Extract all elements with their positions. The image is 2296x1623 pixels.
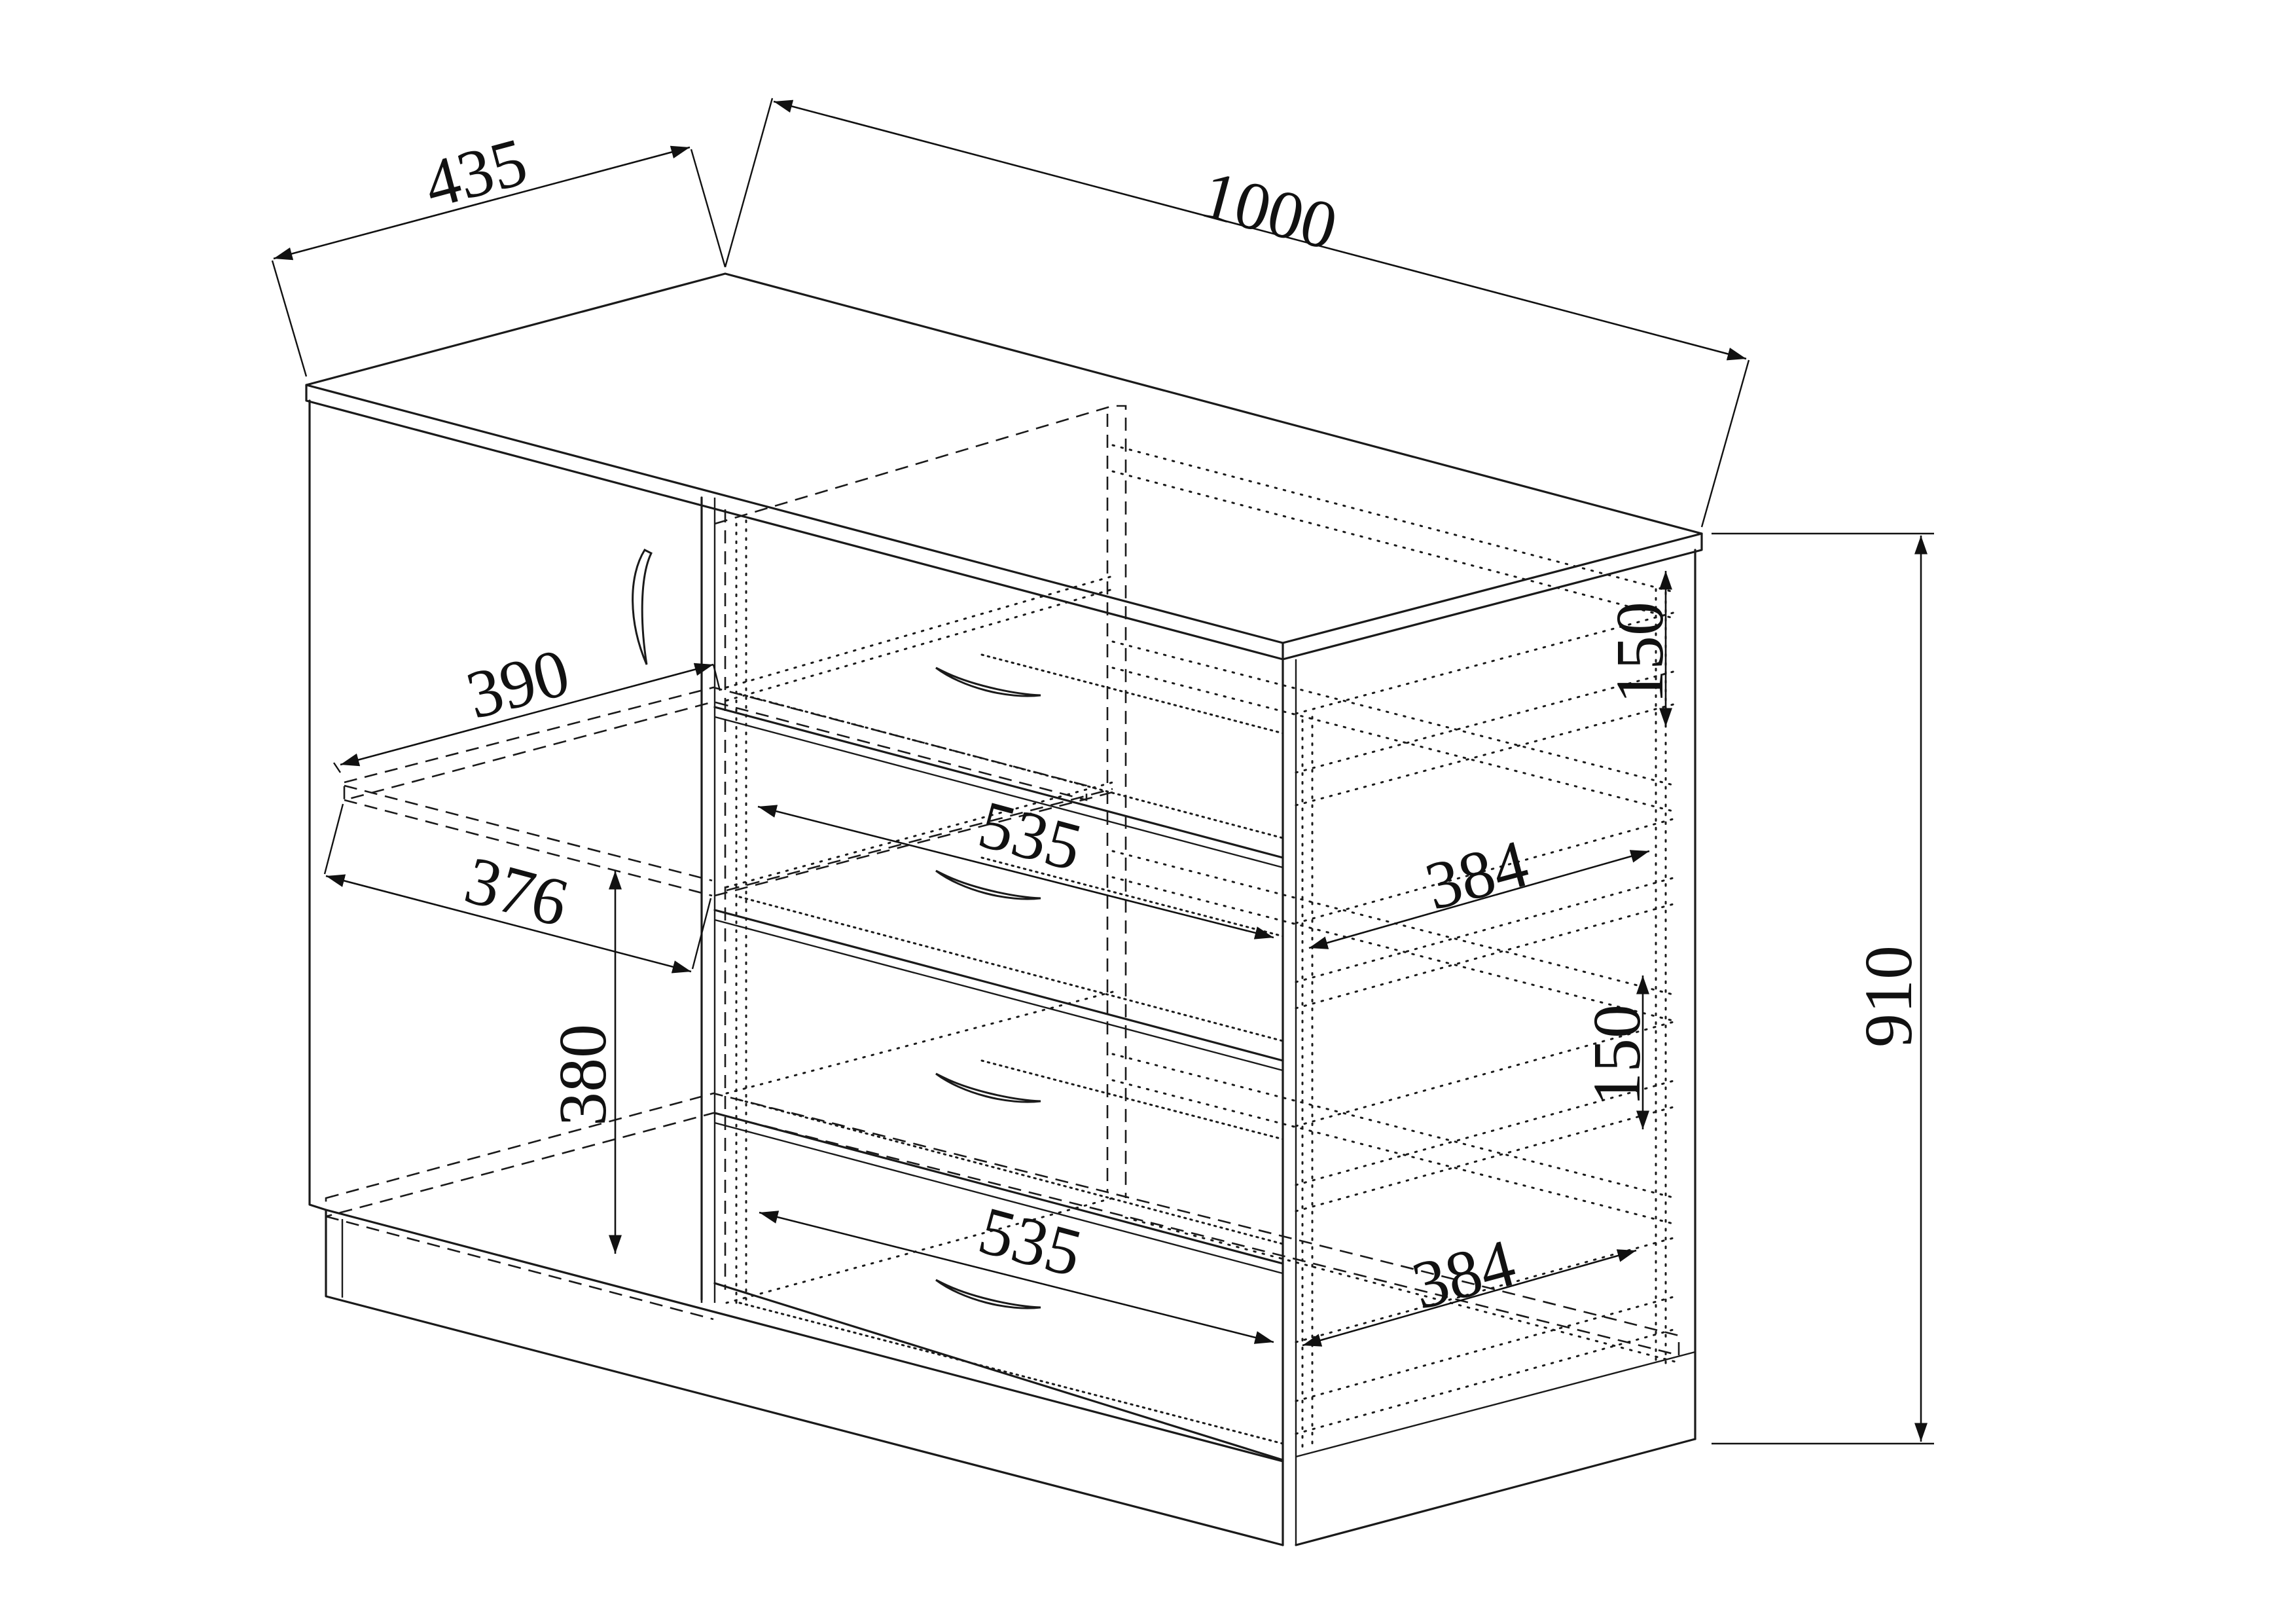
hidden-drawer-boxes — [725, 444, 1677, 1448]
height-label: 910 — [1851, 945, 1926, 1048]
depth-label: 435 — [416, 124, 534, 223]
width-label: 1000 — [1194, 156, 1345, 264]
dimension-labels: 435 1000 910 150 150 390 376 380 535 535… — [416, 124, 1926, 1324]
drawer-1-handle-icon — [935, 666, 1041, 697]
drawer-top-height-label: 150 — [1602, 602, 1677, 704]
drawer-3-handle-icon — [935, 1072, 1041, 1103]
depth-dimension-line — [273, 145, 691, 261]
drawer-length-upper-line — [757, 805, 1274, 939]
countertop — [305, 272, 1703, 661]
drawer-length-lower-line — [759, 1211, 1274, 1344]
drawer-width-upper-label: 384 — [1418, 826, 1535, 924]
drawer-4-handle-icon — [935, 1279, 1041, 1309]
compartment-height-label: 380 — [545, 1024, 620, 1126]
drawer-lower-height-label: 150 — [1579, 1004, 1655, 1106]
shelf-inner-depth-label: 376 — [457, 842, 575, 941]
width-dimension-line — [773, 100, 1747, 361]
drawer-width-upper-line — [1308, 850, 1650, 949]
shelf-outer-depth-line — [340, 663, 714, 767]
dimension-lines — [271, 98, 1934, 1445]
shelf-outer-depth-label: 390 — [459, 634, 577, 733]
shelf-inner-depth-line — [325, 874, 692, 974]
door-handle-icon — [632, 549, 653, 665]
handles — [632, 549, 1041, 1309]
drawer-width-lower-label: 384 — [1405, 1225, 1522, 1324]
drawer-width-lower-line — [1302, 1249, 1637, 1347]
left-front-edge — [308, 399, 1284, 1546]
